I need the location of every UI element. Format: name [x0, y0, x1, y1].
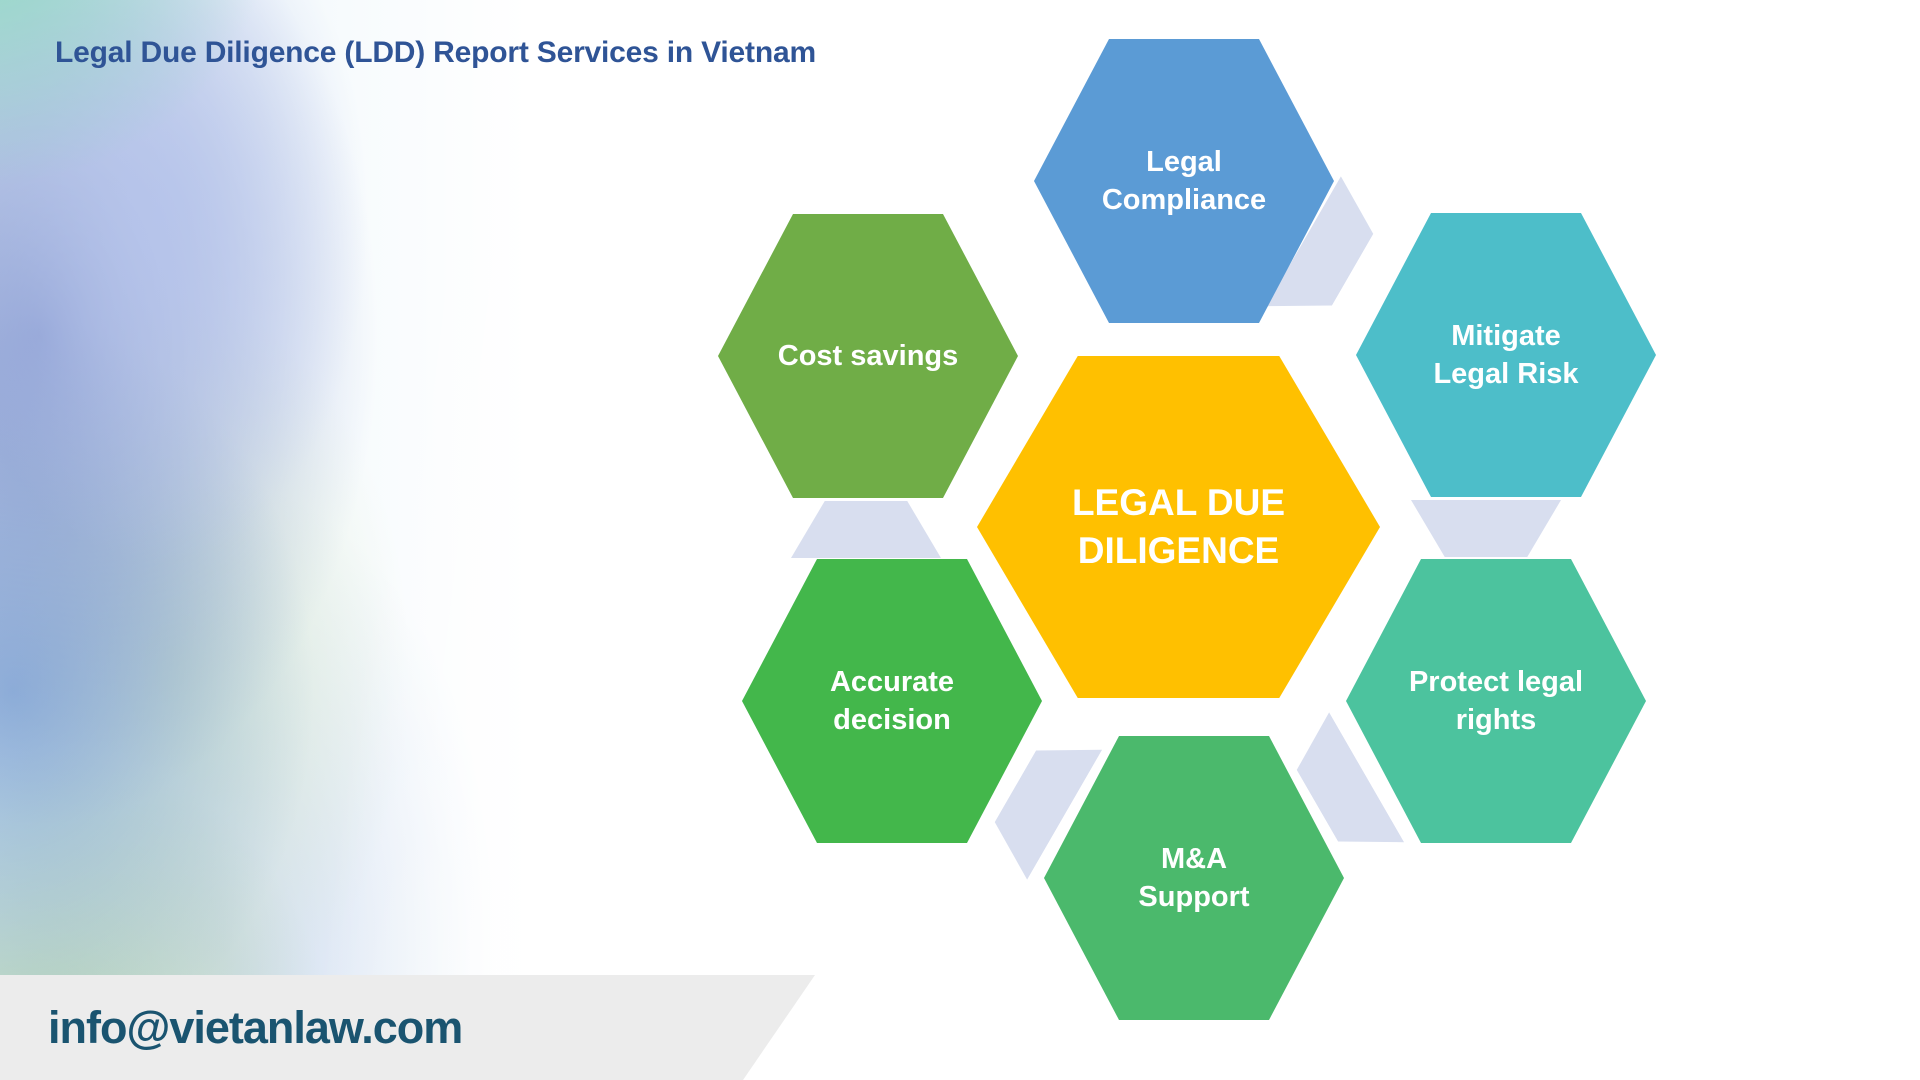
hex-protect-legal-rights: Protect legal rights	[1346, 559, 1646, 843]
hex-accurate-decision: Accurate decision	[742, 559, 1042, 843]
page-title: Legal Due Diligence (LDD) Report Service…	[55, 36, 816, 69]
hex-cost-savings: Cost savings	[718, 214, 1018, 498]
hex-ma-support: M&A Support	[1044, 736, 1344, 1020]
hex-label-line: Mitigate	[1451, 319, 1561, 352]
hex-label-line: Legal Risk	[1433, 358, 1579, 390]
hex-mitigate-legal-risk: Mitigate Legal Risk	[1356, 213, 1656, 497]
hex-label: M&A Support	[1138, 840, 1249, 917]
hex-label-line: Protect legal	[1408, 665, 1584, 698]
footer-band: info@vietanlaw.com	[0, 975, 815, 1080]
hex-label: Cost savings	[778, 337, 959, 375]
hex-label-line: Compliance	[1101, 184, 1267, 216]
connector-right	[1411, 500, 1561, 557]
hex-label-line: Accurate	[829, 665, 955, 698]
hex-label: Legal Compliance	[1102, 143, 1266, 220]
hex-label-line: decision	[833, 704, 951, 736]
background-fade	[0, 0, 780, 1080]
hex-label-line: LEGAL DUE	[1071, 481, 1286, 523]
hex-label-line: Support	[1138, 881, 1250, 913]
hex-label: Mitigate Legal Risk	[1433, 317, 1578, 394]
hex-label-line: Cost savings	[777, 339, 959, 372]
hex-label-line: rights	[1455, 704, 1537, 736]
hex-label: LEGAL DUE DILIGENCE	[1072, 479, 1285, 575]
hex-legal-compliance: Legal Compliance	[1034, 39, 1334, 323]
footer-email: info@vietanlaw.com	[48, 1001, 463, 1053]
hex-label-line: DILIGENCE	[1077, 530, 1280, 571]
hex-label: Protect legal rights	[1409, 663, 1583, 740]
hex-label-line: Legal	[1146, 145, 1222, 178]
connector-left	[791, 501, 941, 558]
hex-legal-due-diligence: LEGAL DUE DILIGENCE	[977, 356, 1380, 698]
hex-label: Accurate decision	[830, 663, 954, 740]
hex-label-line: M&A	[1160, 842, 1228, 875]
